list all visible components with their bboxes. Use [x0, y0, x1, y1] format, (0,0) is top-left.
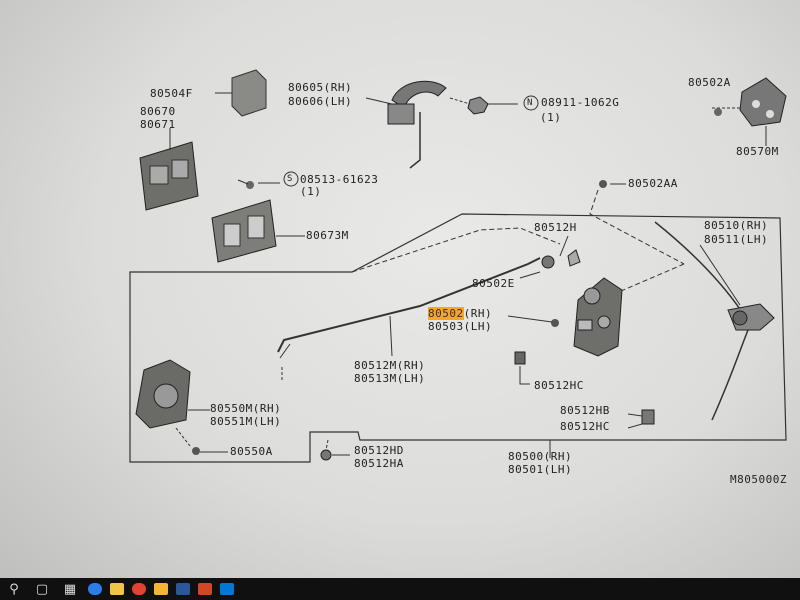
- label-80512HC: 80512HC: [534, 379, 584, 392]
- part-80570M-striker: [712, 77, 787, 146]
- chrome-icon[interactable]: [128, 578, 150, 600]
- label-80550A: 80550A: [230, 445, 273, 458]
- powerpoint-icon[interactable]: [194, 578, 216, 600]
- part-nut-08911: [449, 95, 539, 115]
- part-80605-handle: [365, 80, 447, 169]
- label-80570M: 80570M: [736, 145, 779, 158]
- part-80670-switch: [139, 128, 199, 211]
- circle-mark-s-letter: S: [287, 174, 293, 184]
- label-80550M: 80550M(RH): [210, 402, 282, 415]
- circle-mark-n-letter: N: [527, 98, 533, 108]
- part-80512HD-clip: [320, 439, 350, 461]
- label-80502E: 80502E: [472, 277, 515, 290]
- diagram-code: M805000Z: [730, 473, 787, 486]
- part-80512HB-clip: [627, 409, 655, 429]
- label-80502A: 80502A: [688, 76, 731, 89]
- label-80512HD: 80512HD: [354, 444, 404, 457]
- part-80502E-clip: [519, 235, 581, 279]
- part-80502-lock: [507, 277, 623, 357]
- label-80502AA: 80502AA: [628, 177, 678, 190]
- label-08911: 08911-1062G: [541, 96, 620, 109]
- windows-icon[interactable]: ▦: [63, 581, 77, 597]
- label-80502-rh: 80502(RH): [428, 307, 493, 320]
- label-80513M: 80513M(LH): [354, 372, 426, 385]
- label-80500: 80500(RH): [508, 450, 573, 463]
- label-80504F: 80504F: [150, 87, 193, 100]
- leader-80512M: [389, 315, 393, 357]
- file-explorer-icon[interactable]: [150, 578, 172, 600]
- label-80551M: 80551M(LH): [210, 415, 282, 428]
- taskbar: ⚲ ▢ ▦: [0, 578, 800, 600]
- label-08911-qty: (1): [540, 111, 562, 124]
- edge-icon[interactable]: [84, 578, 106, 600]
- part-80673M-bezel: [211, 199, 305, 263]
- label-80511: 80511(LH): [704, 233, 769, 246]
- label-80671: 80671: [140, 118, 176, 131]
- label-80512H: 80512H: [534, 221, 577, 234]
- label-80670: 80670: [140, 105, 176, 118]
- part-80550M-actuator: [135, 359, 228, 455]
- label-80502-side: (RH): [463, 307, 493, 320]
- part-80512HC-clip: [514, 351, 530, 385]
- label-80512HC-2: 80512HC: [560, 420, 610, 433]
- label-80510: 80510(RH): [704, 219, 769, 232]
- label-08513-qty: (1): [300, 185, 322, 198]
- rod-80512M: [277, 257, 541, 353]
- label-80606: 80606(LH): [288, 95, 353, 108]
- label-80501: 80501(LH): [508, 463, 573, 476]
- search-icon[interactable]: ⚲: [9, 581, 19, 597]
- label-80503: 80503(LH): [428, 320, 493, 333]
- circle-mark-s: [283, 171, 299, 187]
- label-80512HA: 80512HA: [354, 457, 404, 470]
- label-80502-highlight: 80502: [428, 307, 464, 320]
- label-80673M: 80673M: [306, 229, 349, 242]
- label-08513: 08513-61623: [300, 173, 379, 186]
- label-80512M: 80512M(RH): [354, 359, 426, 372]
- diagram-frame: [129, 213, 787, 463]
- part-screw-08513: [237, 179, 280, 189]
- label-80605: 80605(RH): [288, 81, 353, 94]
- part-80510-bracket: [699, 244, 775, 331]
- task-view-icon[interactable]: ▢: [35, 581, 49, 597]
- part-80504F: [215, 69, 267, 117]
- store-icon[interactable]: [106, 578, 128, 600]
- mail-icon[interactable]: [216, 578, 238, 600]
- label-80512HB: 80512HB: [560, 404, 610, 417]
- word-icon[interactable]: [172, 578, 194, 600]
